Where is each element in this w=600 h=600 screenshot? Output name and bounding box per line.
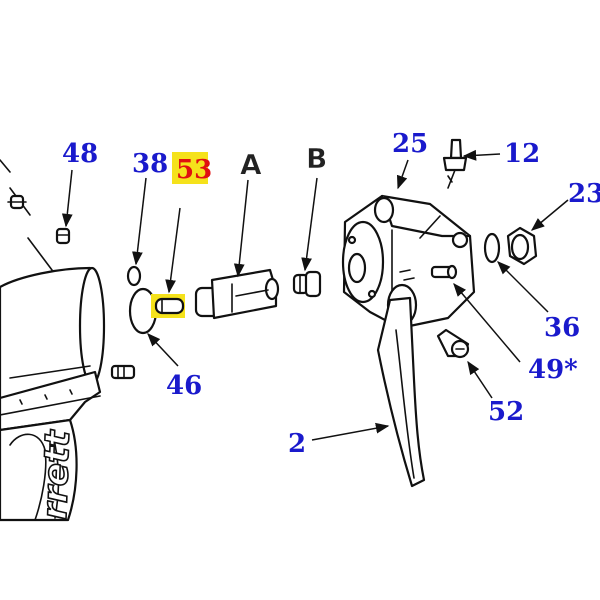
part-25-trigger-housing	[341, 194, 476, 330]
o-ring-38	[126, 265, 142, 287]
fitting-top	[7, 194, 27, 210]
callout-23: 23	[568, 179, 600, 209]
callout-25: 25	[392, 129, 428, 159]
tool-body-lettering: rrett	[35, 428, 78, 520]
part-48-fitting	[55, 227, 71, 245]
callout-49: 49*	[528, 355, 578, 385]
tool-body: rrett	[0, 159, 136, 521]
part-12-screw	[442, 138, 468, 189]
small-nut	[110, 364, 136, 380]
callout-36: 36	[544, 313, 580, 343]
callout-53: 53	[176, 155, 212, 185]
callout-2: 2	[288, 429, 306, 459]
part-53-highlighted	[151, 294, 185, 318]
part-a-shaft	[194, 268, 280, 320]
callout-48: 48	[62, 139, 98, 169]
part-b-connector	[292, 270, 322, 298]
callout-52: 52	[488, 397, 524, 427]
callout-B: B	[306, 142, 327, 175]
part-36-washer	[483, 232, 501, 264]
callout-38: 38	[132, 149, 168, 179]
callout-46: 46	[166, 371, 202, 401]
callout-12: 12	[504, 139, 540, 169]
part-52-bolt	[436, 328, 470, 359]
callout-53-highlight	[172, 152, 208, 184]
part-49-pin	[430, 264, 458, 280]
leader-lines	[61, 149, 569, 441]
callout-A: A	[240, 148, 262, 181]
part-2-trigger-lever	[376, 283, 426, 488]
part-23-nut	[506, 226, 538, 266]
